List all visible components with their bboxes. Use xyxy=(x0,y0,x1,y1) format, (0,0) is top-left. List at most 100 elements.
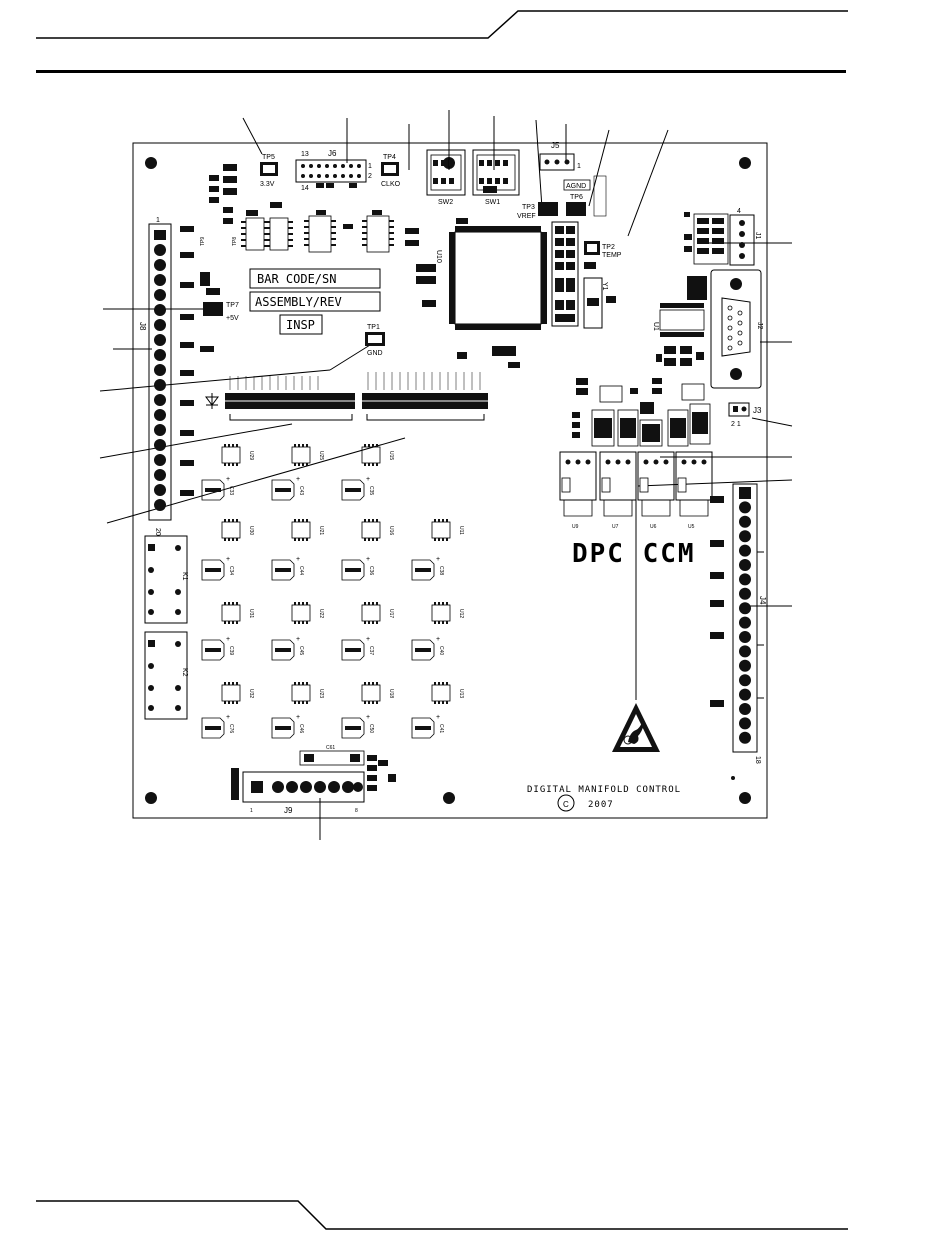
tp4-testpoint: TP4 CLKO xyxy=(381,154,401,188)
chip-body xyxy=(639,419,663,447)
ic-label: U31 xyxy=(248,609,254,618)
ic-pin xyxy=(364,519,366,522)
j2-pin xyxy=(737,340,743,346)
ic-pin xyxy=(228,602,230,605)
j4-pin xyxy=(739,703,751,715)
ic-pin xyxy=(364,444,366,447)
tp1-pad-inner xyxy=(368,335,382,343)
tp5-testpoint: TP5 3.3V xyxy=(260,154,278,188)
header-tick-labels xyxy=(229,372,481,390)
ic-pin xyxy=(294,701,296,704)
ic-chip: U12 xyxy=(431,602,464,624)
ic-chip: U15 xyxy=(361,444,394,466)
ic-pin xyxy=(306,701,308,704)
sw2-outline xyxy=(426,149,466,196)
cap-outline xyxy=(341,559,365,581)
smd-part xyxy=(180,400,194,406)
ic-label: U18 xyxy=(388,689,394,698)
ic-pin xyxy=(298,602,300,605)
smd-part xyxy=(209,197,219,203)
top-soic-row xyxy=(241,210,419,253)
smd-part xyxy=(223,164,237,171)
smd-part xyxy=(712,228,724,234)
ic-pin xyxy=(372,538,374,541)
ic-pin xyxy=(376,444,378,447)
j3-pins: 2 1 xyxy=(731,421,741,428)
electrolytic-capacitor: + C44 xyxy=(271,556,304,581)
ic-pin xyxy=(434,538,436,541)
j1-pin xyxy=(739,253,745,259)
callout-line xyxy=(99,423,293,459)
j6-pin-13: 13 xyxy=(301,151,309,158)
smd-part xyxy=(209,186,219,192)
ic-body xyxy=(221,446,241,464)
j3-outline xyxy=(728,402,750,417)
ic-pin xyxy=(298,444,300,447)
k2-label: K2 xyxy=(181,668,188,677)
ic-pin xyxy=(298,621,300,624)
sw1-outline xyxy=(472,149,520,196)
cap-outline xyxy=(411,559,435,581)
electrolytic-capacitor: +C37 xyxy=(341,636,374,661)
ic-pin xyxy=(232,519,234,522)
regulator: U5 xyxy=(675,451,713,530)
regulator-pin xyxy=(615,459,621,465)
j3-connector: J3 2 1 xyxy=(728,402,762,428)
ic-pin xyxy=(368,463,370,466)
ic-pin xyxy=(306,682,308,685)
smd-part xyxy=(680,346,692,354)
callout-line xyxy=(627,129,669,237)
u1-pins xyxy=(660,303,704,308)
smd-part xyxy=(555,278,564,292)
j2-pin xyxy=(727,345,733,351)
ic-pin xyxy=(302,621,304,624)
ic-pin xyxy=(306,463,308,466)
ic-pin xyxy=(224,621,226,624)
smd-part xyxy=(180,430,194,436)
ic-body xyxy=(431,684,451,702)
smd-part xyxy=(367,785,377,791)
j2-mount-hole xyxy=(730,278,742,290)
j2-pin xyxy=(727,335,733,341)
cap-label: C39 xyxy=(228,646,234,655)
smd-part xyxy=(492,346,516,356)
sw2-lever xyxy=(441,178,446,184)
mounting-hole xyxy=(739,792,751,804)
j8-label: J8 xyxy=(138,322,147,331)
relay-pin xyxy=(175,705,181,711)
regulator-mark xyxy=(677,477,687,493)
tp3-label: TP3 xyxy=(522,204,535,211)
u1-pins xyxy=(660,332,704,337)
electrolytic-capacitor: +C34 xyxy=(201,556,234,581)
chip-pad xyxy=(670,418,686,438)
cap-plus: + xyxy=(296,556,300,563)
electrolytic-capacitor: +C36 xyxy=(341,556,374,581)
ic-label: U21 xyxy=(318,526,324,535)
cap-outline xyxy=(271,479,295,501)
assembly-box xyxy=(249,291,381,312)
cap-pad xyxy=(275,488,291,492)
smd-part xyxy=(555,238,564,246)
ic-chip: U13 xyxy=(431,682,464,704)
smd-part xyxy=(270,202,282,208)
soic-chip xyxy=(304,215,336,253)
j3-pin xyxy=(741,406,747,412)
tp5-label: TP5 xyxy=(262,154,275,161)
board-title-block: DIGITAL MANIFOLD CONTROL C 2007 xyxy=(527,776,735,812)
relay-pin xyxy=(148,609,154,615)
electrolytic-capacitor: +C39 xyxy=(201,636,234,661)
ic-pin xyxy=(236,682,238,685)
copyright-icon xyxy=(557,794,575,812)
regulator-tab xyxy=(641,500,671,517)
chip-pad xyxy=(594,418,612,438)
smd-part xyxy=(630,388,638,394)
smd-part xyxy=(206,288,220,295)
electrolytic-capacitor: +C76 xyxy=(201,714,234,739)
smd-part xyxy=(223,176,237,183)
ic-pin xyxy=(302,538,304,541)
cap-label: C44 xyxy=(298,566,304,575)
ic-chip: U31 xyxy=(221,602,254,624)
smd-part xyxy=(200,272,210,286)
j8-pin xyxy=(154,394,166,406)
sw2-switch: SW2 xyxy=(426,149,466,206)
